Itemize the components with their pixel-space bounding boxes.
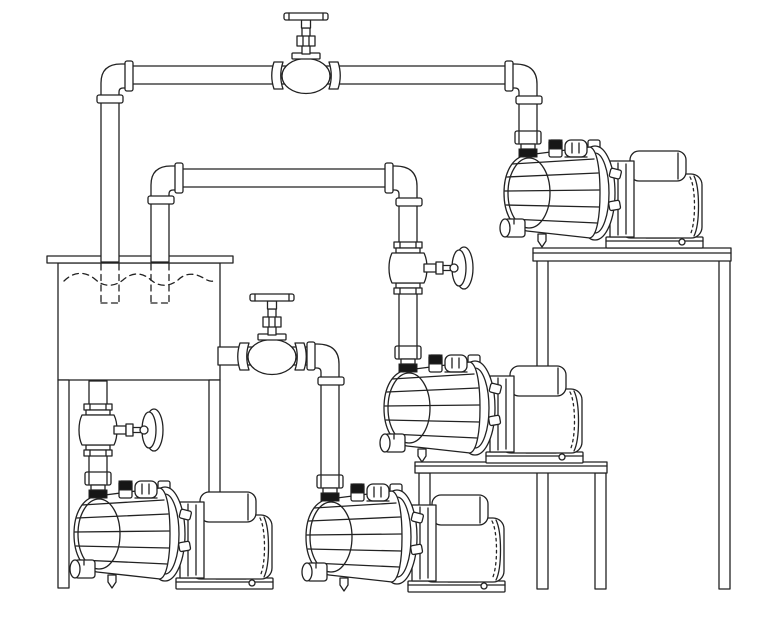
header-segment [173, 168, 397, 188]
table-leg [594, 472, 607, 590]
suction-drop-right [150, 197, 170, 263]
handwheel-valve [388, 241, 474, 295]
stand-top [532, 247, 732, 262]
pump-on-table [379, 345, 584, 464]
drop-to-floor-pump [320, 377, 340, 481]
valve-drain [78, 403, 164, 457]
stand-leg [718, 259, 731, 590]
pump-on-tall-stand [499, 130, 704, 249]
tank-rim [46, 255, 234, 264]
suction-pipe-hidden-right [150, 263, 170, 304]
suction-drop-left [100, 95, 120, 263]
top-header-pipe [96, 60, 543, 263]
tank-body [57, 262, 221, 381]
tank [46, 255, 234, 589]
tank-leg-left [57, 379, 70, 589]
handwheel-valve [78, 403, 164, 457]
suction-pipe-hidden-left [100, 263, 120, 304]
pump-floor-middle [301, 474, 506, 593]
valve-mid-drop [388, 241, 474, 295]
pump-floor-left [69, 471, 274, 590]
